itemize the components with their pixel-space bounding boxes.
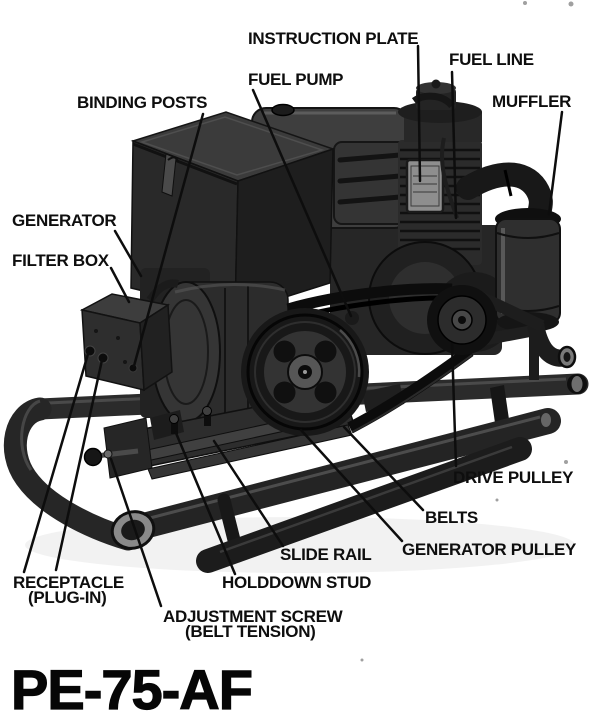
callout-fuel-line: FUEL LINE (449, 50, 534, 69)
callout-labels: INSTRUCTION PLATE FUEL LINE FUEL PUMP MU… (12, 29, 577, 641)
leader-slide-rail (212, 439, 285, 548)
leader-receptacle-2 (54, 358, 104, 572)
adjustment-screw-part (95, 448, 139, 459)
callout-receptacle-line2: (PLUG-IN) (28, 588, 107, 607)
air-cleaner (398, 79, 482, 142)
leader-receptacle-1 (22, 352, 90, 574)
holddown-stud-part (169, 414, 179, 424)
callout-belts: BELTS (425, 508, 478, 527)
muffler-part (456, 162, 577, 380)
callout-adjustment-screw-line2: (BELT TENSION) (185, 622, 316, 641)
generator-pulley-part (241, 308, 369, 436)
callout-slide-rail: SLIDE RAIL (280, 545, 371, 564)
leader-lines (22, 44, 564, 608)
leader-generator-pulley (299, 428, 404, 543)
callout-drive-pulley: DRIVE PULLEY (453, 468, 574, 487)
receptacle-part (97, 352, 109, 364)
callout-holddown-stud: HOLDDOWN STUD (222, 573, 371, 592)
leader-belts (342, 425, 425, 512)
receptacle-part (84, 345, 96, 357)
callout-fuel-pump: FUEL PUMP (248, 70, 343, 89)
leader-instruction-plate (416, 44, 422, 183)
filler-cap (271, 103, 295, 117)
leader-fuel-line (450, 70, 458, 220)
instruction-plate-part (405, 158, 445, 214)
callout-adjustment-screw-line1: ADJUSTMENT SCREW (163, 607, 344, 626)
leader-filter-box (109, 266, 131, 304)
fuel-pump-part (345, 311, 359, 325)
callout-instruction-plate: INSTRUCTION PLATE (248, 29, 418, 48)
leader-binding-posts (132, 112, 205, 368)
callout-filter-box: FILTER BOX (12, 251, 110, 270)
generator-set-illustration (3, 1, 589, 662)
leader-generator (113, 229, 143, 278)
leader-fuel-pump (251, 88, 353, 318)
leader-drive-pulley (450, 342, 458, 468)
callout-generator-pulley: GENERATOR PULLEY (402, 540, 577, 559)
leader-holddown-stud (174, 431, 237, 576)
photo-specks (360, 1, 574, 662)
callout-generator: GENERATOR (12, 211, 116, 230)
callout-binding-posts: BINDING POSTS (77, 93, 207, 112)
leader-muffler (547, 110, 564, 216)
skid-frame-left-loop (3, 397, 140, 551)
figure-title: PE-75-AF (11, 658, 252, 721)
callout-receptacle-line1: RECEPTACLE (13, 573, 124, 592)
drive-pulley-part (427, 285, 545, 355)
filter-box-part (79, 293, 173, 392)
holddown-stud-part (202, 406, 212, 416)
leader-adjustment-screw (109, 457, 163, 608)
callout-muffler: MUFFLER (492, 92, 571, 111)
